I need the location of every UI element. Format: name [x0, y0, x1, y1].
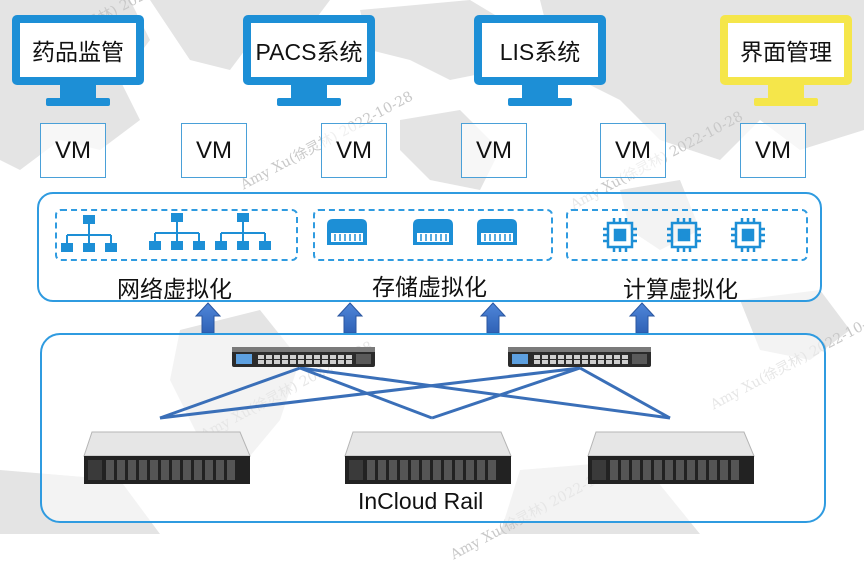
up-arrows — [194, 302, 656, 334]
monitor-base — [754, 98, 818, 106]
network-switch-icon — [508, 347, 651, 367]
monitor-screen: PACS系统 — [243, 15, 375, 85]
app-monitor-lis: LIS系统 — [474, 15, 606, 107]
monitor-stand — [60, 85, 96, 99]
app-label: PACS系统 — [255, 39, 363, 65]
vm-box: VM — [461, 123, 527, 178]
compute-virtualization-label: 计算虚拟化 — [623, 276, 738, 302]
incloud-rail-label: InCloud Rail — [358, 488, 484, 514]
network-topology-icons — [61, 213, 271, 252]
storage-virtualization-label: 存储虚拟化 — [372, 274, 487, 300]
vm-box: VM — [181, 123, 247, 178]
monitor-base — [46, 98, 110, 106]
rack-server-icon — [587, 431, 755, 484]
monitor-base — [277, 98, 341, 106]
monitor-stand — [522, 85, 558, 99]
vm-box: VM — [40, 123, 106, 178]
cpu-chip-icons — [603, 218, 765, 252]
network-virtualization-label: 网络虚拟化 — [117, 276, 232, 302]
vm-box: VM — [600, 123, 666, 178]
app-monitor-drug-supervision: 药品监管 — [12, 15, 144, 107]
rack-server-icon — [83, 431, 251, 484]
monitor-screen: 药品监管 — [12, 15, 144, 85]
app-monitor-interface-management: 界面管理 — [720, 15, 852, 107]
storage-virtualization-box — [313, 209, 553, 261]
app-monitor-pacs: PACS系统 — [243, 15, 375, 107]
monitor-base — [508, 98, 572, 106]
rack-server-icon — [344, 431, 512, 484]
hardware-topology — [83, 347, 755, 484]
monitor-screen: LIS系统 — [474, 15, 606, 85]
network-cables — [159, 366, 671, 420]
monitor-stand — [291, 85, 327, 99]
monitor-stand — [768, 85, 804, 99]
vm-box: VM — [321, 123, 387, 178]
incloud-rail-infrastructure — [40, 333, 826, 523]
compute-virtualization-box — [566, 209, 808, 261]
monitor-screen: 界面管理 — [720, 15, 852, 85]
network-switch-icon — [232, 347, 375, 367]
vm-box: VM — [740, 123, 806, 178]
app-label: LIS系统 — [499, 39, 581, 65]
app-label: 药品监管 — [32, 39, 124, 65]
network-virtualization-box — [55, 209, 298, 261]
app-label: 界面管理 — [740, 39, 832, 65]
storage-disk-icons — [327, 219, 517, 245]
